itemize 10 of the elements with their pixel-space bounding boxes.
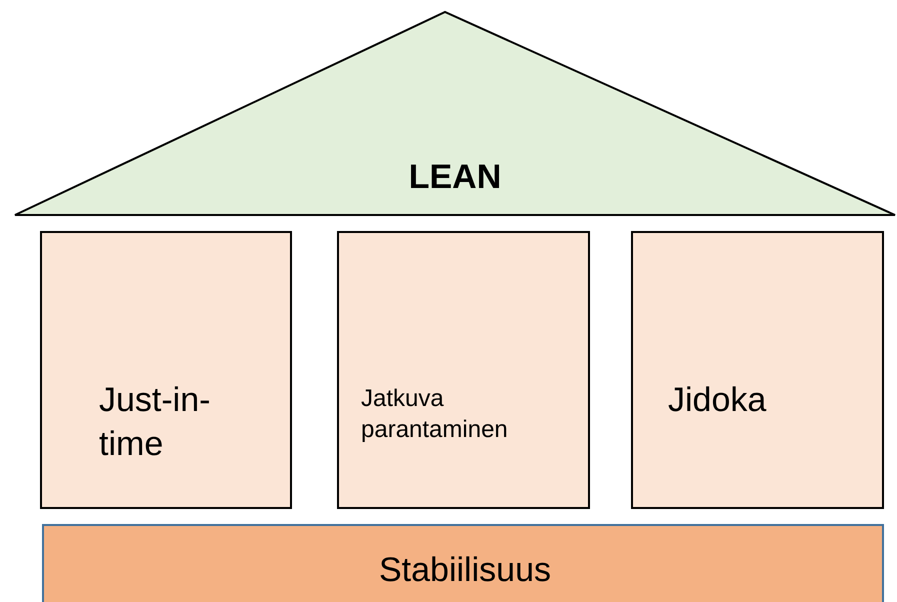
pillar-box (631, 231, 884, 509)
roof-triangle (13, 10, 897, 217)
pillar-label: Jidoka (668, 380, 768, 421)
roof-label: LEAN (408, 157, 502, 198)
foundation-label: Stabiilisuus (378, 550, 552, 591)
pillar-label: Just-in-time (99, 380, 212, 466)
pillar-box (40, 231, 292, 509)
foundation-bar (42, 524, 884, 602)
pillar-label: Jatkuva parantaminen (361, 384, 509, 446)
pillar-box (337, 231, 590, 509)
